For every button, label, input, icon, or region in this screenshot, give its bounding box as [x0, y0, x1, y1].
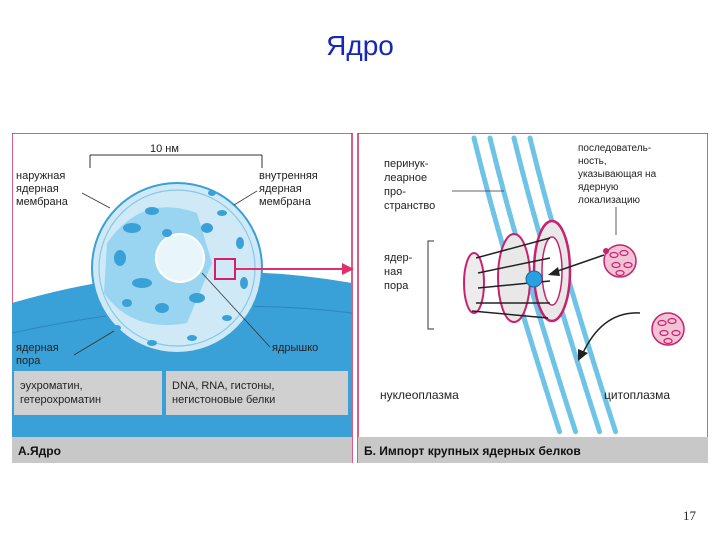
- slide-title: Ядро: [0, 30, 720, 62]
- panel-b: перинук- леарное про- странство последов…: [358, 133, 708, 463]
- page-number: 17: [683, 508, 696, 524]
- panel-a: 10 нм наружная ядерная мембрана внутренн…: [12, 133, 352, 463]
- cytoplasm-label: цитоплазма: [604, 388, 670, 402]
- scale-label: 10 нм: [150, 143, 179, 155]
- panel-a-caption-bar: [12, 437, 352, 463]
- outer-membrane-label: наружная ядерная мембрана: [16, 170, 69, 208]
- nucleolus-shape: [156, 234, 204, 282]
- chromatin-label-box: [14, 371, 162, 415]
- nucleus-figure: 10 нм наружная ядерная мембрана внутренн…: [12, 133, 708, 463]
- components-label-box: [166, 371, 348, 415]
- panel-b-caption: Б. Импорт крупных ядерных белков: [364, 444, 581, 458]
- nucleolus-label: ядрышко: [272, 342, 318, 354]
- cargo-protein-bottom: [652, 313, 684, 345]
- nucleoplasm-label: нуклеоплазма: [380, 388, 459, 402]
- figure-svg: 10 нм наружная ядерная мембрана внутренн…: [12, 133, 708, 463]
- cargo-protein-top: [603, 245, 636, 277]
- panel-a-caption: А.Ядро: [18, 444, 61, 458]
